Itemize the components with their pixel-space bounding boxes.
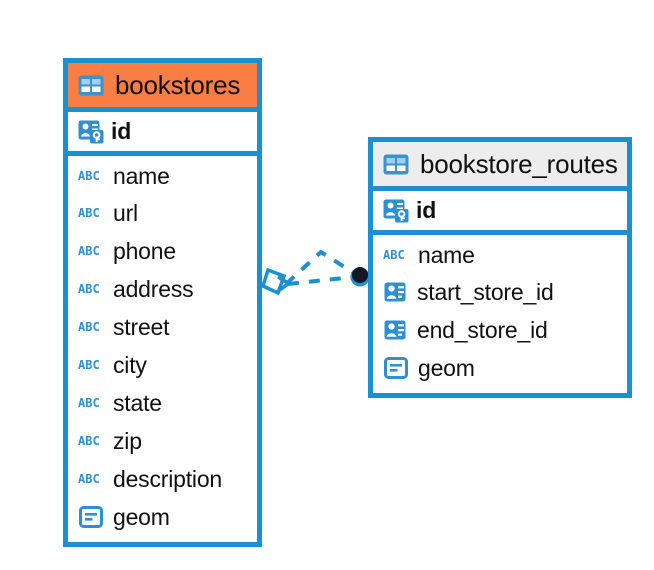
column-label: name bbox=[113, 162, 170, 189]
abc-text-icon: ABC bbox=[78, 320, 100, 334]
entity-bookstore-routes[interactable]: bookstore_routes id ABC bbox=[368, 137, 632, 398]
column-label: city bbox=[113, 351, 147, 378]
column-row-geom[interactable]: geom bbox=[373, 349, 627, 387]
column-row-id[interactable]: id bbox=[68, 112, 257, 156]
column-row-city[interactable]: ABC city bbox=[68, 346, 257, 384]
column-label: address bbox=[113, 275, 194, 302]
column-label: zip bbox=[113, 427, 142, 454]
table-icon bbox=[383, 154, 409, 175]
column-label: name bbox=[418, 241, 475, 268]
relationship-line-upper bbox=[284, 249, 359, 286]
entity-title: bookstore_routes bbox=[420, 148, 618, 179]
column-row-street[interactable]: ABC street bbox=[68, 308, 257, 346]
entity-title: bookstores bbox=[115, 69, 241, 100]
abc-text-icon: ABC bbox=[78, 282, 100, 296]
filled-circle-endpoint bbox=[350, 267, 370, 287]
column-label: description bbox=[113, 465, 223, 492]
table-icon bbox=[78, 75, 104, 96]
column-row-name[interactable]: ABC name bbox=[373, 235, 627, 273]
abc-text-icon: ABC bbox=[78, 358, 100, 372]
column-label: state bbox=[113, 389, 162, 416]
column-label: phone bbox=[113, 237, 176, 264]
geometry-icon bbox=[79, 506, 103, 528]
geometry-icon bbox=[384, 357, 408, 379]
column-row-phone[interactable]: ABC phone bbox=[68, 232, 257, 270]
column-row-address[interactable]: ABC address bbox=[68, 270, 257, 308]
abc-text-icon: ABC bbox=[78, 396, 100, 410]
abc-text-icon: ABC bbox=[78, 434, 100, 448]
column-row-geom[interactable]: geom bbox=[68, 498, 257, 536]
column-label: id bbox=[416, 197, 437, 223]
abc-text-icon: ABC bbox=[383, 248, 405, 262]
abc-text-icon: ABC bbox=[78, 244, 100, 258]
column-label: id bbox=[111, 118, 132, 144]
column-row-url[interactable]: ABC url bbox=[68, 194, 257, 232]
column-row-name[interactable]: ABC name bbox=[68, 156, 257, 194]
column-label: street bbox=[113, 313, 170, 340]
primary-key-icon bbox=[78, 120, 104, 144]
entity-header-bookstores: bookstores bbox=[68, 63, 257, 112]
primary-key-icon bbox=[383, 199, 409, 223]
column-row-state[interactable]: ABC state bbox=[68, 384, 257, 422]
diamond-crowsfoot-endpoint bbox=[260, 267, 290, 296]
abc-text-icon: ABC bbox=[78, 472, 100, 486]
column-row-start-store-id[interactable]: start_store_id bbox=[373, 273, 627, 311]
abc-text-icon: ABC bbox=[78, 206, 100, 220]
column-row-end-store-id[interactable]: end_store_id bbox=[373, 311, 627, 349]
entity-header-bookstore-routes: bookstore_routes bbox=[373, 142, 627, 191]
relationship-line-lower bbox=[287, 275, 354, 286]
column-row-zip[interactable]: ABC zip bbox=[68, 422, 257, 460]
abc-text-icon: ABC bbox=[78, 169, 100, 183]
column-label: url bbox=[113, 199, 138, 226]
entity-bookstores[interactable]: bookstores id ABC bbox=[63, 58, 262, 547]
foreign-key-icon bbox=[384, 282, 407, 303]
foreign-key-icon bbox=[384, 320, 407, 341]
column-label: geom bbox=[418, 354, 475, 381]
column-row-description[interactable]: ABC description bbox=[68, 460, 257, 498]
column-label: geom bbox=[113, 503, 170, 530]
column-label: start_store_id bbox=[417, 278, 554, 305]
column-row-id[interactable]: id bbox=[373, 191, 627, 235]
column-label: end_store_id bbox=[417, 316, 548, 343]
